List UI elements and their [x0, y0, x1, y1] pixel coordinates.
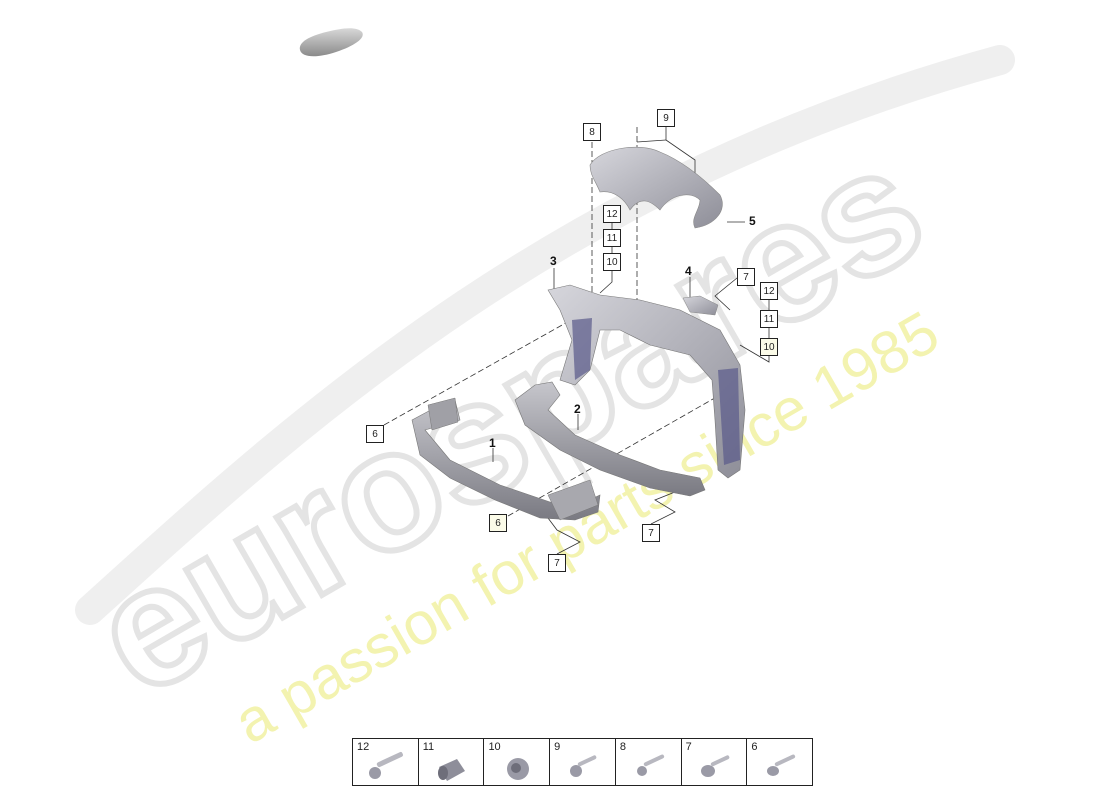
fastener-callout-10[interactable]: 10: [760, 338, 778, 356]
grommet-nut-icon: [507, 758, 530, 780]
part-callout-5[interactable]: 5: [749, 214, 756, 228]
fastener-callout-11[interactable]: 11: [603, 229, 621, 247]
parts-cell-10[interactable]: 10: [484, 739, 551, 785]
fastener-callout-10[interactable]: 10: [603, 253, 621, 271]
part-1-crash-box-left: [427, 397, 459, 431]
fastener-callout-7[interactable]: 7: [737, 268, 755, 286]
fastener-callout-6[interactable]: 6: [489, 514, 507, 532]
parts-cell-9[interactable]: 9: [550, 739, 616, 785]
part-callout-2[interactable]: 2: [574, 402, 581, 416]
parts-cell-12[interactable]: 12: [353, 739, 419, 785]
parts-cell-11[interactable]: 11: [418, 739, 485, 785]
parts-cell-6[interactable]: 6: [747, 739, 813, 785]
part-1-crash-box-right: [547, 479, 599, 521]
fastener-callout-6[interactable]: 6: [366, 425, 384, 443]
fastener-parts-table: 12 11 10 9 8 7 6: [352, 738, 813, 786]
part-callout-1[interactable]: 1: [489, 436, 496, 450]
parts-cell-7[interactable]: 7: [681, 739, 748, 785]
vehicle-silhouette-icon: [299, 28, 363, 57]
cell-number: 7: [685, 741, 692, 753]
parts-cell-8[interactable]: 8: [615, 739, 682, 785]
fastener-callout-9[interactable]: 9: [657, 109, 675, 127]
part-callout-3[interactable]: 3: [550, 254, 557, 268]
fastener-callout-12[interactable]: 12: [760, 282, 778, 300]
cell-number: 11: [422, 741, 435, 753]
part-4-bracket[interactable]: [682, 295, 719, 316]
part-5-support-bracket[interactable]: [589, 146, 723, 229]
cell-number: 9: [554, 741, 561, 753]
torx-screw-icon: [767, 754, 796, 776]
cell-number: 12: [357, 741, 370, 753]
part-callout-4[interactable]: 4: [685, 264, 692, 278]
bolt-long-flange-icon: [369, 752, 403, 779]
pan-head-screw-icon: [700, 755, 729, 777]
fastener-callout-11[interactable]: 11: [760, 310, 778, 328]
fastener-callout-8[interactable]: 8: [583, 123, 601, 141]
torx-bolt-icon: [570, 755, 597, 777]
part-3-front-carrier[interactable]: [547, 284, 746, 479]
cell-number: 6: [751, 741, 758, 753]
fastener-callout-12[interactable]: 12: [603, 205, 621, 223]
cell-number: 8: [619, 741, 626, 753]
flange-bolt-icon: [636, 754, 665, 776]
fastener-callout-7[interactable]: 7: [548, 554, 566, 572]
fastener-callout-7[interactable]: 7: [642, 524, 660, 542]
part-2-reinforcement[interactable]: [514, 381, 706, 497]
spacer-sleeve-icon: [437, 759, 465, 781]
leader-lines-solid: [492, 127, 770, 555]
cell-number: 10: [488, 741, 501, 753]
